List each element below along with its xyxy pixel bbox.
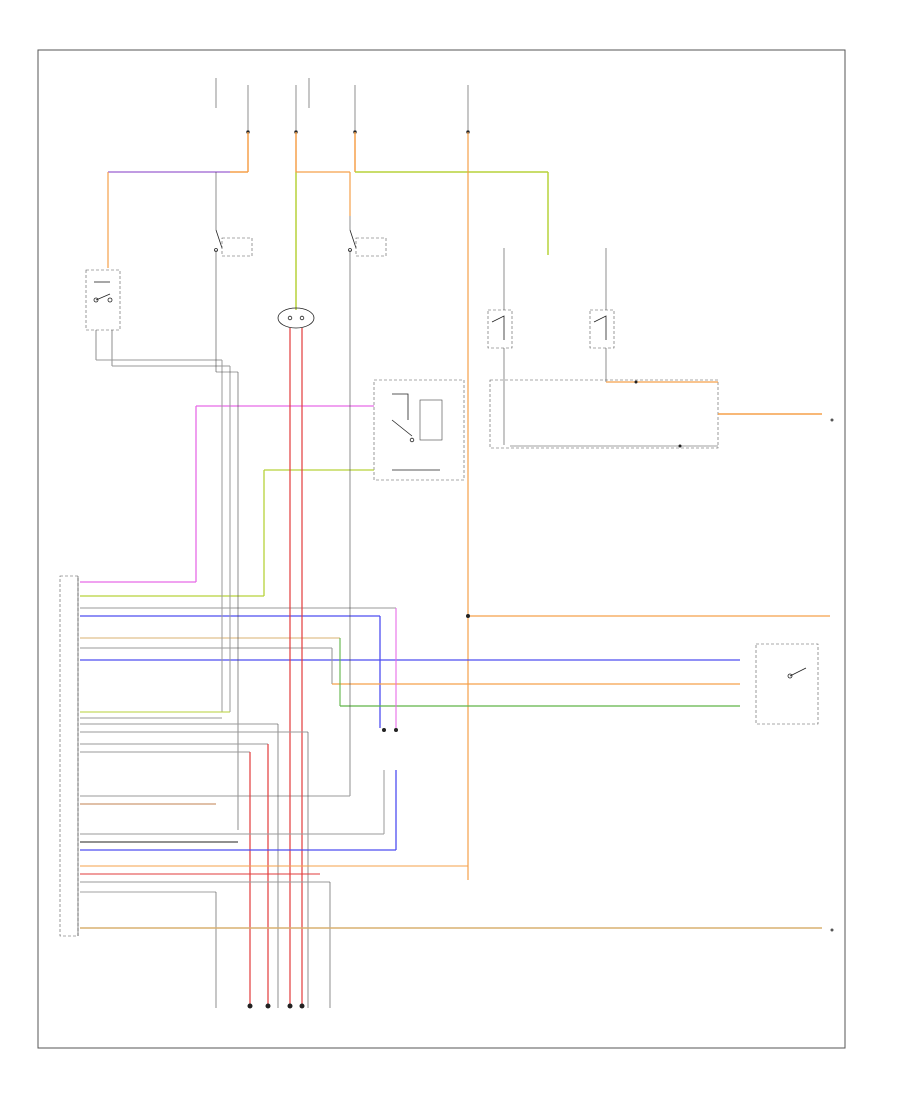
bottom-ground-points bbox=[247, 1003, 305, 1009]
wire-purple-top bbox=[107, 171, 230, 268]
wires-lower bbox=[80, 723, 834, 1008]
switch-left-column bbox=[214, 172, 253, 285]
sensor-connector bbox=[277, 307, 315, 329]
switch-right-column bbox=[348, 216, 387, 285]
wire-yellow-green-relay bbox=[80, 469, 374, 597]
main-control-module bbox=[59, 575, 79, 937]
wires-gray-vertical bbox=[80, 285, 351, 830]
right-sensor-2 bbox=[589, 248, 615, 382]
wire-pink bbox=[80, 405, 374, 583]
diagram-frame bbox=[37, 49, 846, 1049]
left-switch-component bbox=[85, 269, 121, 366]
relay-box bbox=[373, 379, 465, 481]
right-control-module bbox=[489, 379, 834, 449]
right-sensor-1 bbox=[487, 248, 513, 445]
wires-red bbox=[80, 328, 303, 1008]
wire-yellow-green-fuse3 bbox=[354, 132, 549, 255]
wire-orange-fuse2 bbox=[295, 132, 351, 310]
wire-orange-fuse1 bbox=[230, 132, 249, 173]
wires-to-right-connector bbox=[331, 638, 819, 725]
wire-orange-fuse4 bbox=[466, 132, 830, 880]
ground-icon bbox=[247, 1003, 253, 1009]
connector-wires-upper bbox=[80, 607, 740, 728]
splice-connector bbox=[382, 608, 398, 732]
fuse-block-top bbox=[215, 78, 470, 134]
